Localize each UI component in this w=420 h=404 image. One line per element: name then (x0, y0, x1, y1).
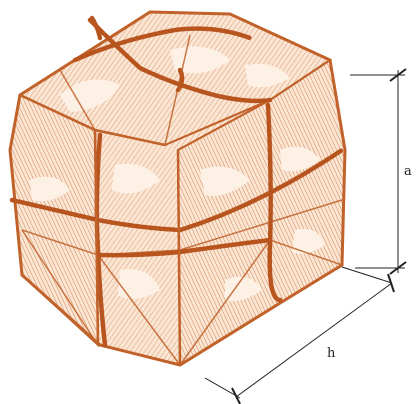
depth-tick-top (387, 273, 395, 293)
rope-belt-right (177, 147, 345, 233)
rope-front-vertical (94, 132, 108, 348)
rope-loose-end (89, 15, 103, 41)
rope-knot-top (175, 67, 185, 93)
depth-tick-bottom (231, 387, 241, 404)
rope-bindings (9, 15, 345, 348)
edge-accents (19, 93, 182, 366)
height-dimension (350, 68, 407, 275)
height-label: a (404, 164, 412, 179)
rope-right-vertical (265, 102, 283, 303)
right-face (176, 58, 347, 367)
depth-extension-bottom (204, 377, 241, 399)
height-tick-top (389, 68, 407, 82)
rope-top-cross (72, 26, 253, 63)
depth-label: h (327, 346, 336, 361)
depth-dimension (204, 266, 395, 404)
depth-dimension-line (235, 282, 393, 398)
highlight-patches (30, 46, 325, 302)
package-drawing (8, 10, 347, 367)
rope-belt-left (9, 197, 183, 233)
depth-extension-top (341, 266, 393, 284)
left-face (8, 93, 100, 348)
height-tick-bottom (389, 261, 407, 275)
